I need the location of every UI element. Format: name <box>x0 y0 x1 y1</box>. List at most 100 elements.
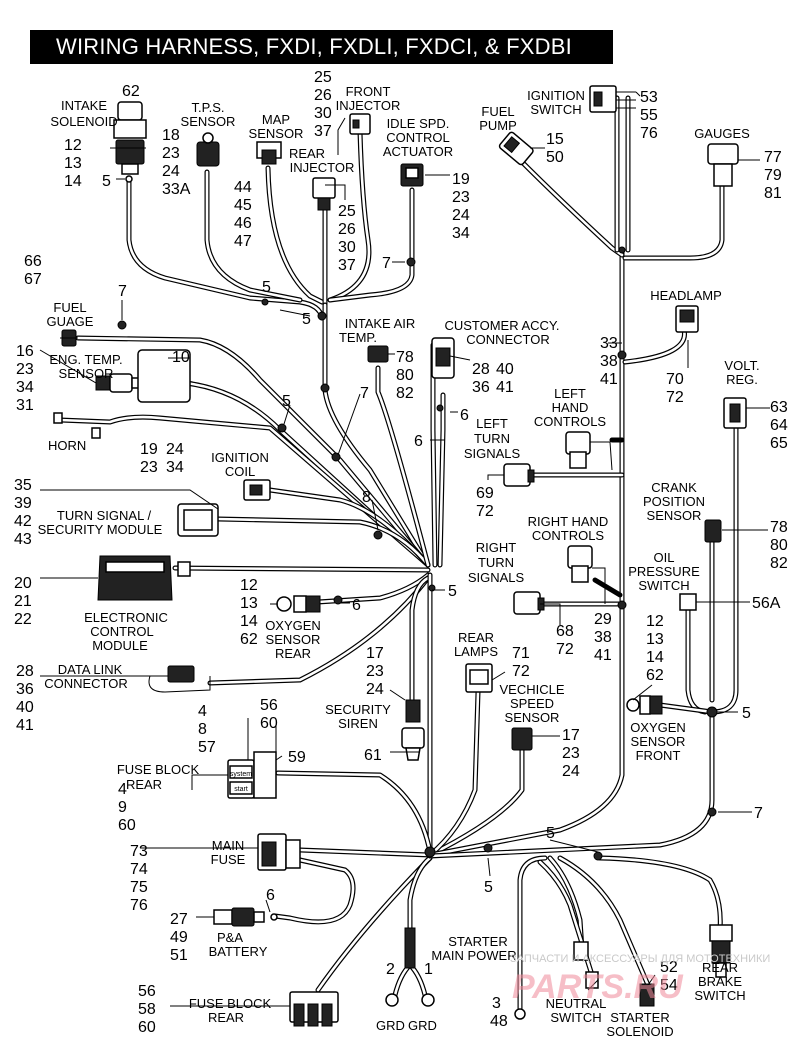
vss-part <box>511 727 533 751</box>
callout: 5 <box>102 173 111 190</box>
component-shapes: system start <box>53 85 747 1027</box>
callout: 76 <box>130 897 148 914</box>
callout: 82 <box>770 555 788 572</box>
gauges-part <box>707 143 739 187</box>
callout: 50 <box>546 149 564 166</box>
watermark-text: ЗАПЧАСТИ И АКСЕССУАРЫ ДЛЯ МОТОТЕХНИКИ <box>510 953 770 965</box>
callout: 17 <box>366 645 384 662</box>
callout: 24 <box>562 763 580 780</box>
callout: 43 <box>14 531 32 548</box>
callout: 3 <box>492 995 501 1012</box>
callout: 5 <box>484 879 493 896</box>
callout: 5 <box>302 311 311 328</box>
callout: 12 <box>646 613 664 630</box>
callout: 60 <box>138 1019 156 1036</box>
callout: 13 <box>240 595 258 612</box>
leader-lines <box>39 91 770 1007</box>
callout: 62 <box>240 631 258 648</box>
callout: 76 <box>640 125 658 142</box>
callout: 8 <box>362 489 371 506</box>
pa-battery-part <box>213 907 278 927</box>
label-horn: HORN <box>48 438 86 453</box>
label-headlamp: HEADLAMP <box>650 288 722 303</box>
callout: 47 <box>234 233 252 250</box>
callout: 80 <box>396 367 414 384</box>
fuse-block-lower-part <box>289 991 339 1027</box>
starter-power-part <box>404 927 416 969</box>
callout: 38 <box>600 353 618 370</box>
map-sensor-part <box>256 141 282 165</box>
idle-actuator-part <box>400 163 424 187</box>
callout: 41 <box>16 717 34 734</box>
cable-ties <box>117 246 718 861</box>
callout: 35 <box>14 477 32 494</box>
callout: 60 <box>260 715 278 732</box>
brake-switch-part <box>709 924 733 978</box>
callout: 51 <box>170 947 188 964</box>
horn-part <box>53 412 101 439</box>
callout: 66 <box>24 253 42 270</box>
callout: 57 <box>198 739 216 756</box>
callout: 63 <box>770 399 788 416</box>
callout: 4 <box>198 703 207 720</box>
callout: 19 <box>140 441 158 458</box>
tps-sensor-part <box>196 132 220 167</box>
callout: 34 <box>452 225 470 242</box>
starter-terminal <box>514 1008 526 1020</box>
callout: 28 <box>16 663 34 680</box>
callout: 42 <box>14 513 32 530</box>
callout: 23 <box>452 189 470 206</box>
callout: 5 <box>546 825 555 842</box>
callout: 49 <box>170 929 188 946</box>
o2-front-part <box>626 695 663 715</box>
eng-temp-part <box>95 349 191 403</box>
callout: 28 <box>472 361 490 378</box>
iat-part <box>367 345 389 363</box>
callout: 6 <box>352 597 361 614</box>
callout: 75 <box>130 879 148 896</box>
callout: 25 <box>338 203 356 220</box>
callout: 24 <box>366 681 384 698</box>
fuse-block-upper-part: system start <box>227 751 277 799</box>
callout: 33 <box>600 335 618 352</box>
callout: 26 <box>338 221 356 238</box>
callout: 72 <box>512 663 530 680</box>
callout: 68 <box>556 623 574 640</box>
callout: 6 <box>414 433 423 450</box>
callout: 16 <box>16 343 34 360</box>
callout: 72 <box>476 503 494 520</box>
callout: 78 <box>396 349 414 366</box>
callout-numbers: 62 12 13 14 5 18 23 24 33A 44 45 46 47 2… <box>14 69 788 1036</box>
callout: 69 <box>476 485 494 502</box>
callout: 14 <box>64 173 82 190</box>
callout: 40 <box>16 699 34 716</box>
headlamp-part <box>675 305 699 333</box>
ops-part <box>679 593 697 611</box>
siren-part <box>401 699 425 761</box>
callout: 37 <box>314 123 332 140</box>
callout: 9 <box>118 799 127 816</box>
callout: 21 <box>14 593 32 610</box>
callout: 71 <box>512 645 530 662</box>
callout: 39 <box>14 495 32 512</box>
label-tps-sensor: T.P.S.SENSOR <box>181 100 236 129</box>
accy-part <box>431 337 455 379</box>
diagram-title: WIRING HARNESS, FXDI, FXDLI, FXDCI, & FX… <box>30 30 613 64</box>
callout: 5 <box>262 279 271 296</box>
callout: 55 <box>640 107 658 124</box>
callout: 12 <box>240 577 258 594</box>
callout: 56 <box>138 983 156 1000</box>
